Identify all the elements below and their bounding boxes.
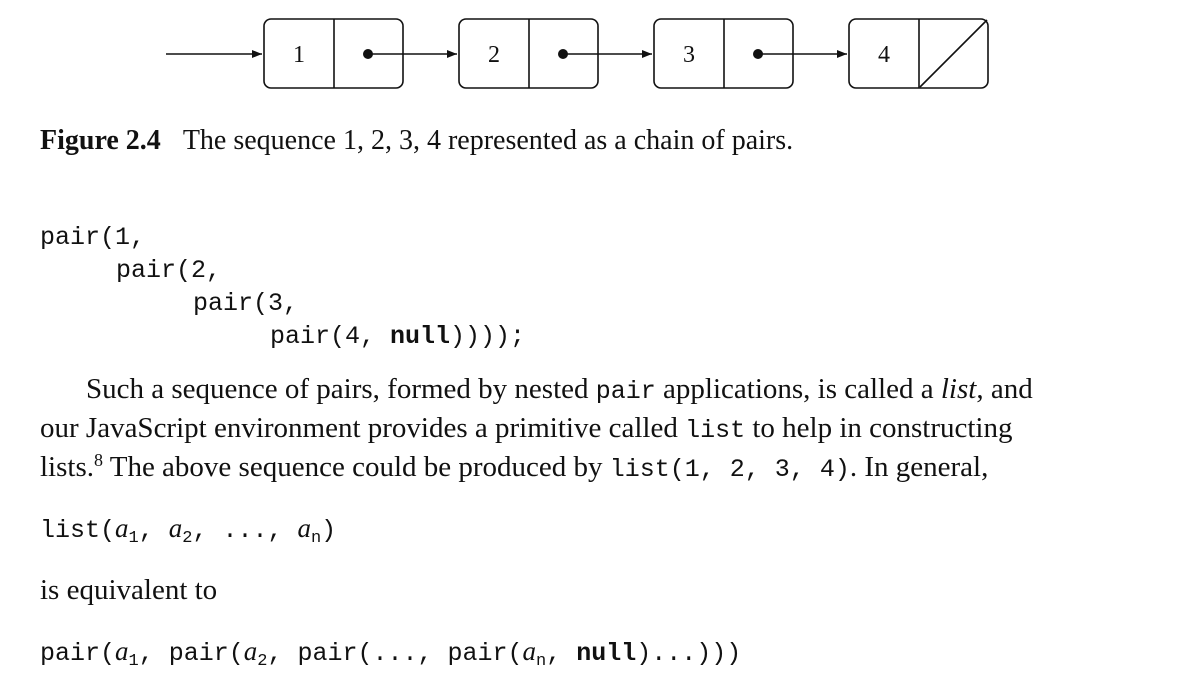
figure-caption-text: The sequence 1, 2, 3, 4 represented as a… [182,125,794,156]
paragraph-line-1: Such a sequence of pairs, formed by nest… [86,373,1033,406]
pair-cell-2: 2 [458,18,652,89]
pair-cell-4: 4 [848,18,989,89]
paragraph-line-2: our JavaScript environment provides a pr… [40,412,1013,445]
code-line-1: pair(1, [40,223,146,252]
inline-code-list: list [685,416,746,445]
null-keyword: null [390,322,451,351]
null-slash [919,19,988,88]
code-line-2: pair(2, [116,256,222,285]
cell-4-value: 4 [878,42,890,68]
figure-caption: Figure 2.4 The sequence 1, 2, 3, 4 repres… [40,125,793,157]
cell-2-value: 2 [488,42,500,68]
cell-1-value: 1 [293,42,305,68]
null-keyword-2: null [576,639,637,668]
box-pointer-diagram: 1 2 3 4 [166,18,989,89]
figure-label: Figure 2.4 [40,125,161,156]
pair-cell-3: 3 [653,18,847,89]
inline-code-list-call: list(1, 2, 3, 4) [609,455,850,484]
pair-cell-1: 1 [263,18,457,89]
equivalent-text: is equivalent to [40,574,218,606]
footnote-ref[interactable]: 8 [94,450,103,470]
list-expression: list(a1, a2, ..., an) [40,513,337,548]
paragraph-line-3: lists.8 The above sequence could be prod… [40,450,989,484]
list-term: list [940,373,977,405]
pair-expression: pair(a1, pair(a2, pair(..., pair(an, nul… [40,636,742,671]
code-line-3: pair(3, [193,289,299,318]
inline-code-pair: pair [595,377,656,406]
code-line-4: pair(4, null)))); [270,322,526,351]
cell-3-value: 3 [683,42,695,68]
